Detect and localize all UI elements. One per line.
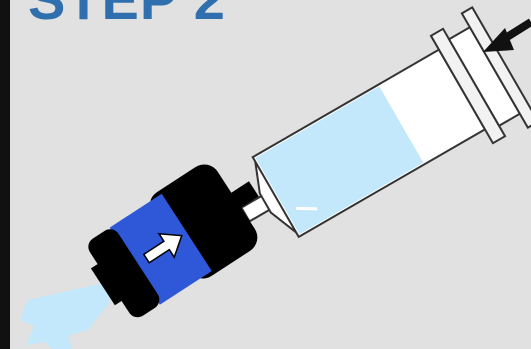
syringe bbox=[212, 7, 531, 271]
water-spray bbox=[20, 282, 110, 349]
